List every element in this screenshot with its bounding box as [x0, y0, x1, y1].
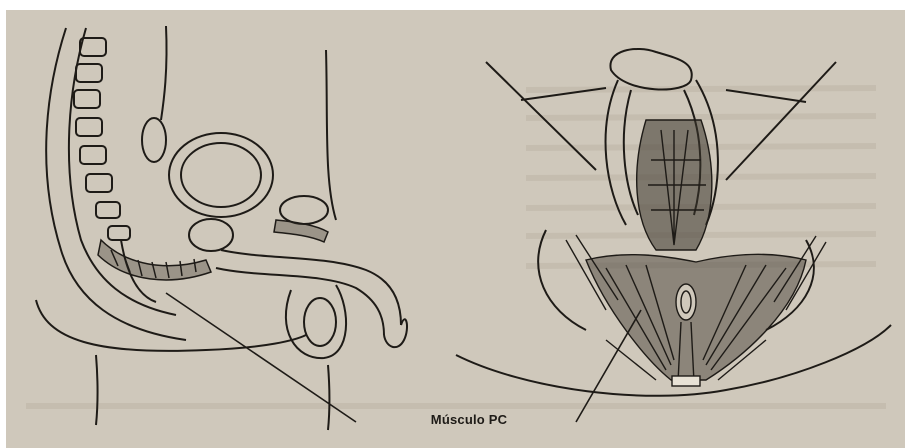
sagittal-section-drawing	[36, 26, 407, 430]
vertebrae	[74, 38, 130, 240]
pelvic-floor-muscle-right	[566, 120, 826, 386]
label-leader-lines	[166, 293, 641, 422]
background-print-texture	[26, 88, 886, 406]
muscle-label: Músculo PC	[394, 412, 544, 427]
anatomy-illustration	[6, 10, 905, 448]
illustration-plate: Músculo PC	[6, 10, 905, 448]
